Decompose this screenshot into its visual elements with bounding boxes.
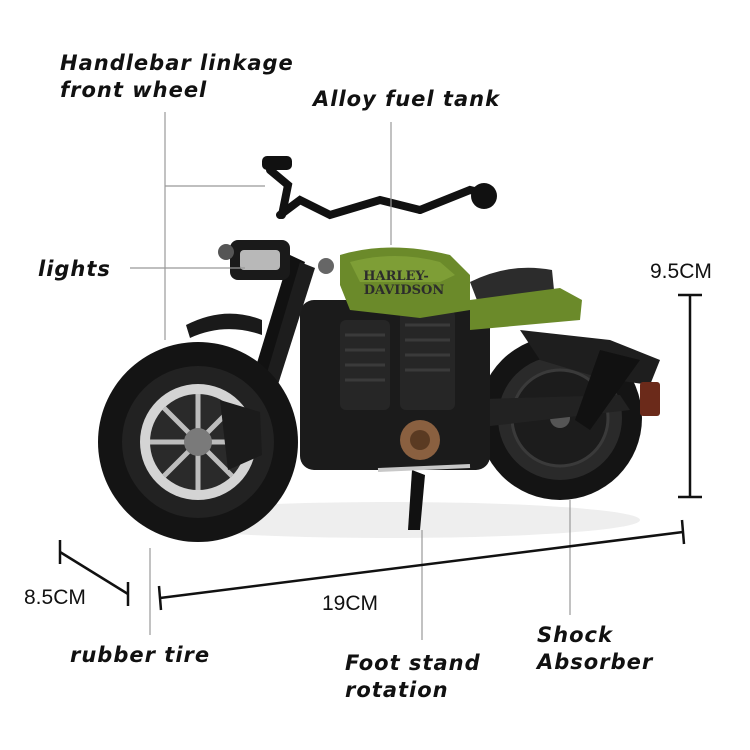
dimension-lines [58,293,702,611]
right-mirror [471,183,497,209]
left-mirror [262,156,292,170]
shock-absorber [575,350,640,430]
tail-light [640,382,660,416]
headlight [218,240,334,280]
dimension-width-label: 8.5CM [24,586,86,609]
rear-body [470,288,582,330]
callout-fuel-tank: Alloy fuel tank [313,87,501,111]
callout-shock-line2: Absorber [537,650,654,674]
handlebars [266,166,494,220]
callout-shock-line1: Shock [537,623,613,647]
callout-handlebar-line1: Handlebar linkage [60,51,294,75]
leader-lines [130,112,571,640]
dimension-length-label: 19CM [322,592,379,615]
fuel-tank: HARLEY- DAVIDSON [340,247,470,318]
callout-lights: lights [38,257,111,281]
tank-logo-line1: HARLEY- [363,269,429,284]
front-wheel [98,342,298,542]
callout-foot-stand-line2: rotation [345,678,449,702]
engine [300,300,490,470]
callout-handlebar-line2: front wheel [60,78,208,102]
tank-logo-line2: DAVIDSON [364,283,445,298]
front-fender [186,313,262,338]
foot-stand [408,470,425,530]
dimension-height-label: 9.5CM [650,260,712,283]
foot-peg [377,464,471,472]
callout-foot-stand-line1: Foot stand [345,651,481,675]
callout-rubber-tire: rubber tire [70,643,211,667]
